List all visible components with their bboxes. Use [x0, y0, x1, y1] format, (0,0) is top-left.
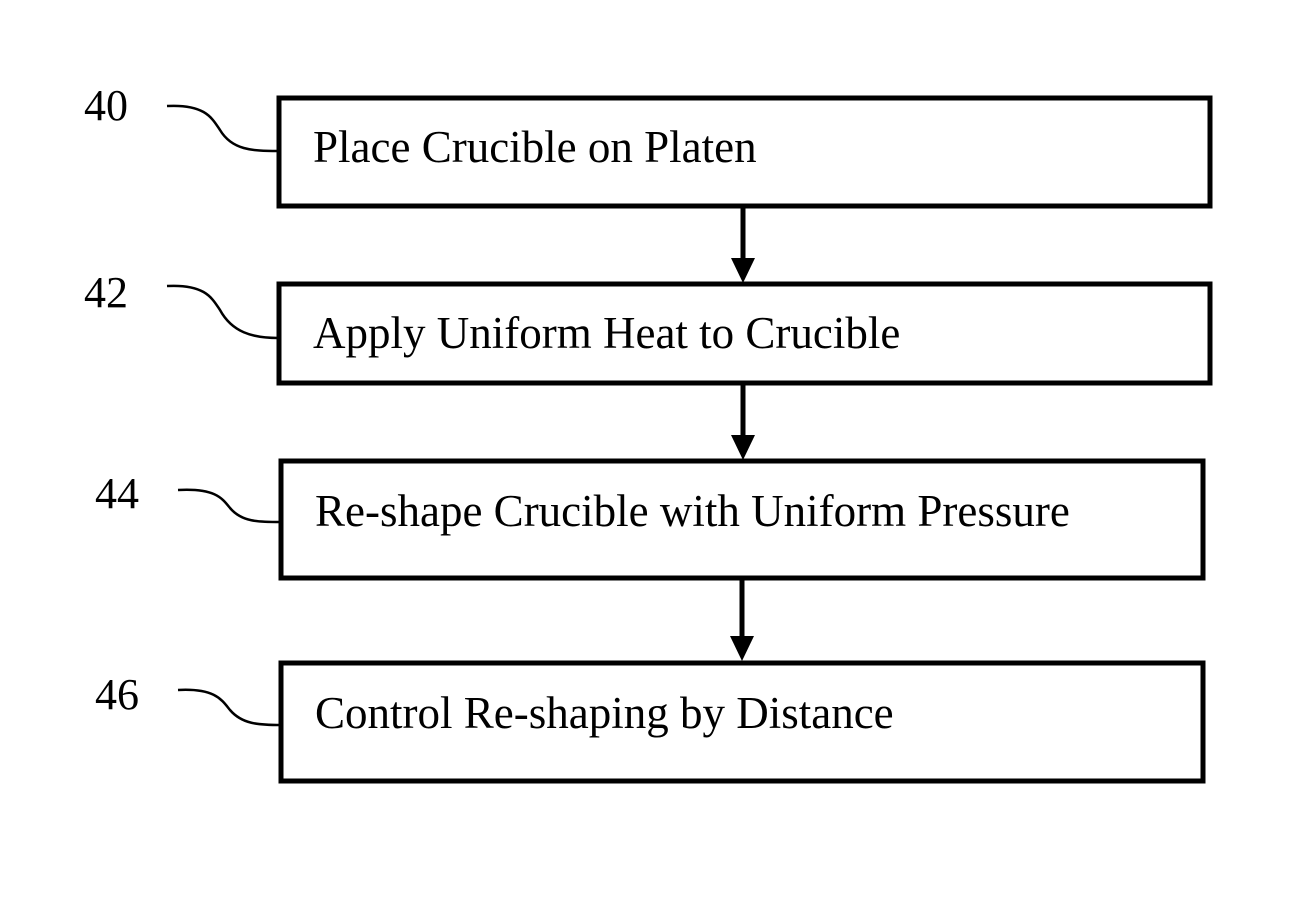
step-1-label: Place Crucible on Platen — [313, 122, 757, 172]
flow-step-1: 40 Place Crucible on Platen — [84, 81, 1210, 206]
step-1-ref-number: 40 — [84, 81, 128, 130]
step-4-label: Control Re-shaping by Distance — [315, 688, 894, 738]
step-1-leader-line — [167, 106, 278, 151]
step-3-ref-number: 44 — [95, 469, 139, 518]
step-2-ref-number: 42 — [84, 268, 128, 317]
flow-step-2: 42 Apply Uniform Heat to Crucible — [84, 268, 1210, 383]
step-4-ref-number: 46 — [95, 670, 139, 719]
arrow-3-to-4 — [730, 578, 754, 661]
flow-step-4: 46 Control Re-shaping by Distance — [95, 663, 1203, 781]
step-2-leader-line — [167, 286, 278, 338]
step-4-leader-line — [178, 690, 281, 725]
flow-step-3: 44 Re-shape Crucible with Uniform Pressu… — [95, 461, 1203, 578]
step-3-label: Re-shape Crucible with Uniform Pressure — [315, 486, 1070, 536]
arrow-1-head — [731, 258, 755, 283]
arrow-3-head — [730, 636, 754, 661]
arrow-2-head — [731, 435, 755, 460]
arrow-1-to-2 — [731, 206, 755, 283]
arrow-2-to-3 — [731, 383, 755, 460]
step-3-leader-line — [178, 490, 281, 522]
step-2-label: Apply Uniform Heat to Crucible — [313, 308, 900, 358]
